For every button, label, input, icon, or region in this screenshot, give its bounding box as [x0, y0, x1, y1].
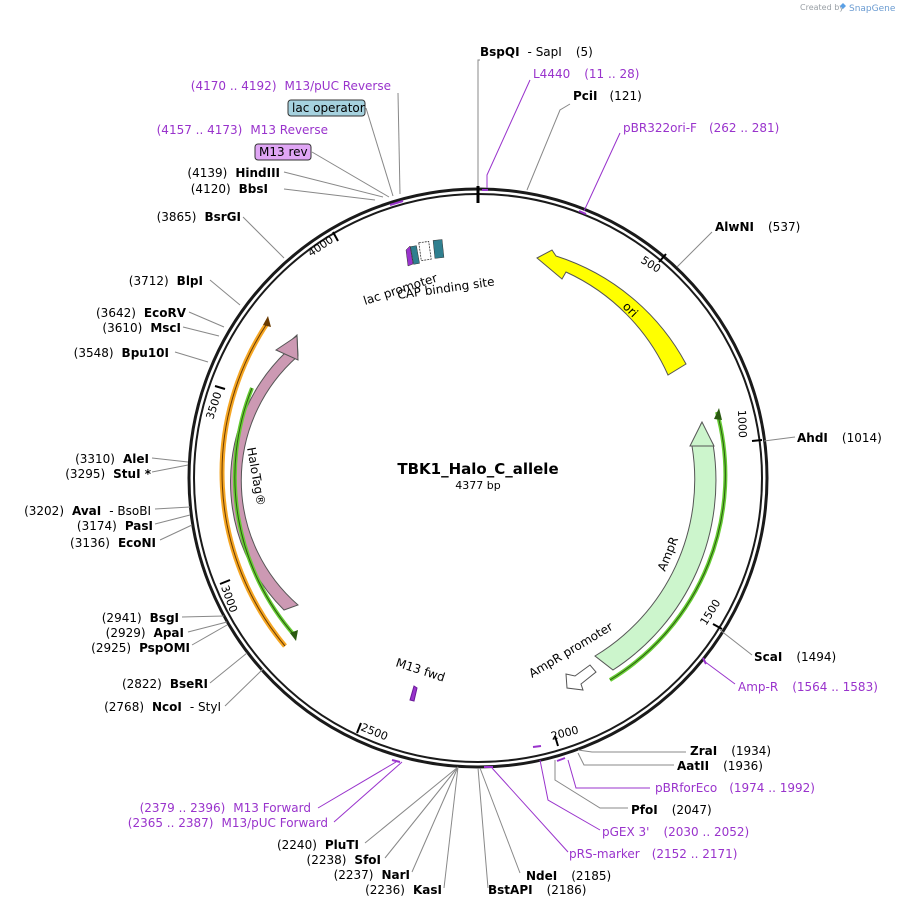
site-bstapi[interactable]: BstAPI(2186) — [488, 883, 586, 897]
primer-m13-puc-reverse[interactable]: (4170 .. 4192)M13/pUC Reverse — [191, 79, 391, 93]
primer-l4440[interactable]: L4440(11 .. 28) — [533, 67, 639, 81]
tick-label-1500: 1500 — [698, 597, 724, 628]
primer-marks — [389, 189, 707, 768]
lac-region-features[interactable] — [405, 239, 445, 267]
site-ahdi[interactable]: AhdI(1014) — [797, 431, 882, 445]
site-apai[interactable]: (2929)ApaI — [106, 626, 184, 640]
site-bbsi[interactable]: (4120)BbsI — [191, 182, 268, 196]
tick-label-500: 500 — [638, 254, 663, 276]
m13-rev-label: M13 rev — [259, 145, 308, 159]
ori-feature[interactable]: ori — [536, 249, 687, 376]
site-pasi[interactable]: (3174)PasI — [77, 519, 153, 533]
site-kasi[interactable]: (2236)KasI — [365, 883, 442, 897]
site-bpu10i[interactable]: (3548)Bpu10I — [74, 346, 169, 360]
m13-fwd-feature[interactable]: M13 fwd — [394, 656, 447, 702]
site-ndei[interactable]: NdeI(2185) — [526, 869, 611, 883]
site-avai[interactable]: (3202)AvaI- BsoBI — [24, 504, 151, 518]
m13-rev-box[interactable] — [254, 143, 312, 161]
tick-label-2000: 2000 — [550, 724, 580, 743]
halotag-label: HaloTag® — [244, 446, 268, 507]
credit-brand: SnapGene — [849, 4, 896, 14]
site-pcii[interactable]: PciI(121) — [573, 89, 642, 103]
site-scai[interactable]: ScaI(1494) — [754, 650, 836, 664]
site-pluti[interactable]: (2240)PluTI — [277, 838, 359, 852]
plasmid-name: TBK1_Halo_C_allele — [397, 460, 558, 478]
site-ncoi[interactable]: (2768)NcoI- StyI — [104, 700, 221, 714]
site-msci[interactable]: (3610)MscI — [102, 321, 181, 335]
orange-orf-left-core — [221, 321, 286, 647]
primer-m13-forward[interactable]: (2379 .. 2396)M13 Forward — [140, 801, 311, 815]
site-alwni[interactable]: AlwNI(537) — [715, 220, 800, 234]
site-stui[interactable]: (3295)StuI * — [65, 467, 151, 481]
site-bsrgi[interactable]: (3865)BsrGI — [157, 210, 241, 224]
primer-prs-marker[interactable]: pRS-marker(2152 .. 2171) — [569, 847, 737, 861]
green-orf-right-core — [609, 411, 726, 681]
ampr-feature[interactable]: AmpR — [594, 420, 717, 671]
site-blpi[interactable]: (3712)BlpI — [129, 274, 203, 288]
primer-pbrforeco[interactable]: pBRforEco(1974 .. 1992) — [655, 781, 815, 795]
snapgene-logo-icon — [840, 3, 846, 9]
primer-m13-reverse[interactable]: (4157 .. 4173)M13 Reverse — [157, 123, 328, 137]
site-leader-lines — [151, 59, 796, 889]
tick-label-2500: 2500 — [359, 721, 390, 744]
plasmid-length: 4377 bp — [455, 479, 500, 492]
orange-orf-arrowhead — [263, 316, 271, 327]
site-hindiii[interactable]: (4139)HindIII — [187, 166, 280, 180]
credit-prefix: Created by — [800, 3, 844, 12]
primer-m13-puc-forward[interactable]: (2365 .. 2387)M13/pUC Forward — [128, 816, 328, 830]
primer-pgex-3[interactable]: pGEX 3'(2030 .. 2052) — [602, 825, 749, 839]
site-zrai[interactable]: ZraI(1934) — [690, 744, 771, 758]
green-orf-left-core — [234, 387, 296, 637]
site-econi[interactable]: (3136)EcoNI — [70, 536, 156, 550]
green-orf-left-arrowhead — [290, 630, 298, 641]
green-orf-right-arrowhead — [714, 408, 722, 420]
tick-label-1000: 1000 — [735, 410, 749, 438]
lac-operator-box[interactable] — [287, 99, 366, 117]
site-pspomi[interactable]: (2925)PspOMI — [91, 641, 190, 655]
site-sfoi[interactable]: (2238)SfoI — [307, 853, 381, 867]
primer-leader-lines — [317, 79, 736, 853]
primer-pbr322ori-f[interactable]: pBR322ori-F(262 .. 281) — [623, 121, 779, 135]
site-nari[interactable]: (2237)NarI — [334, 868, 410, 882]
site-bsgi[interactable]: (2941)BsgI — [102, 611, 179, 625]
site-aatii[interactable]: AatII(1936) — [677, 759, 763, 773]
lac-operator-label: lac operator — [292, 101, 365, 115]
site-alei[interactable]: (3310)AleI — [75, 452, 149, 466]
primer-amp-r[interactable]: Amp-R(1564 .. 1583) — [738, 680, 878, 694]
ruler-ticks — [214, 231, 763, 747]
ampr-promoter-label: AmpR promoter — [526, 619, 615, 680]
site-ecorv[interactable]: (3642)EcoRV — [96, 306, 187, 320]
m13-fwd-label: M13 fwd — [394, 656, 447, 685]
site-bseri[interactable]: (2822)BseRI — [122, 677, 208, 691]
site-bspqi[interactable]: BspQI- SapI(5) — [480, 45, 593, 59]
site-pfoi[interactable]: PfoI(2047) — [631, 803, 712, 817]
